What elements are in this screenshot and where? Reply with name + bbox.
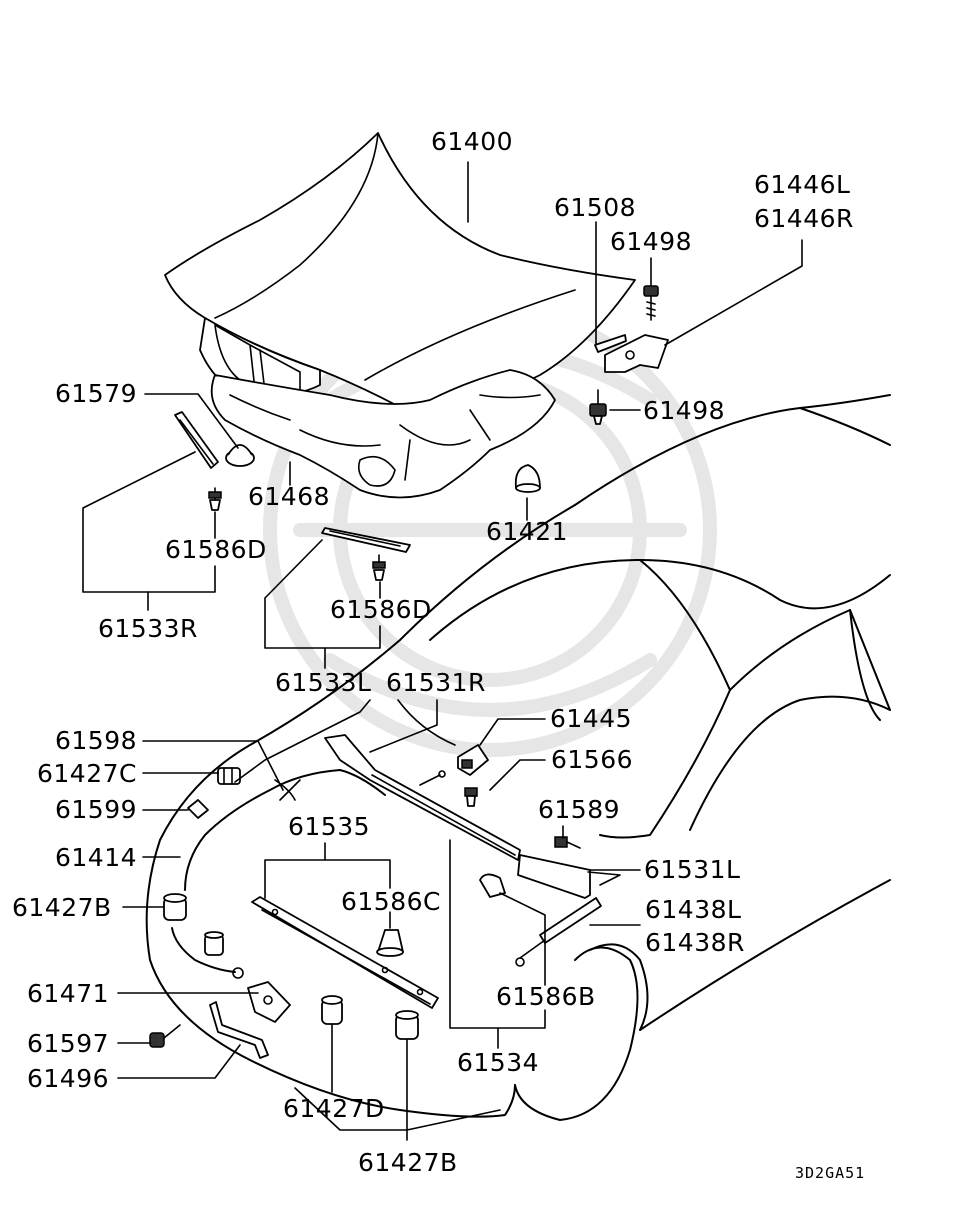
label-61566: 61566 xyxy=(551,745,633,774)
part-labels: 61400 61508 61446L 61446R 61498 61498 61… xyxy=(12,127,865,1182)
label-61534: 61534 xyxy=(457,1048,539,1077)
leader-lines xyxy=(82,161,803,1141)
release-cable-61414 xyxy=(171,769,386,973)
label-61427B-right: 61427B xyxy=(358,1148,458,1177)
label-61533R: 61533R xyxy=(98,614,198,643)
label-61586C: 61586C xyxy=(341,887,441,916)
weatherstrip-61533L xyxy=(321,527,411,553)
label-61589: 61589 xyxy=(538,795,620,824)
label-61498-top: 61498 xyxy=(610,227,692,256)
label-61427C: 61427C xyxy=(37,759,137,788)
striker-61566 xyxy=(419,770,478,807)
bolt-61498-top xyxy=(643,285,659,321)
label-61586B: 61586B xyxy=(496,982,596,1011)
front-panel-61531R xyxy=(324,734,521,861)
bumper-61427D xyxy=(321,995,343,1025)
hood-hinge xyxy=(594,334,669,373)
bolt-61597 xyxy=(149,1024,181,1048)
label-61597: 61597 xyxy=(27,1029,109,1058)
bumper-61427B-right xyxy=(395,1010,419,1040)
label-61468: 61468 xyxy=(248,482,330,511)
label-61438L: 61438L xyxy=(645,895,741,924)
clip-61586D-b xyxy=(372,554,386,581)
weatherstrip-61533R xyxy=(174,411,219,469)
label-61471: 61471 xyxy=(27,979,109,1008)
bumper-61427B-left xyxy=(163,893,187,921)
latch-61471 xyxy=(232,967,291,1023)
label-61496: 61496 xyxy=(27,1064,109,1093)
diagram-code: 3D2GA51 xyxy=(795,1164,865,1182)
front-panel-61531L xyxy=(517,854,621,899)
label-61531R: 61531R xyxy=(386,668,486,697)
label-61421: 61421 xyxy=(486,517,568,546)
clip-61599 xyxy=(187,799,209,819)
bolt-61498-bottom xyxy=(589,389,607,425)
label-61414: 61414 xyxy=(55,843,137,872)
label-61446R: 61446R xyxy=(754,204,854,233)
hood-insulator xyxy=(210,369,556,499)
label-61400: 61400 xyxy=(431,127,513,156)
label-61586D-b: 61586D xyxy=(330,595,432,624)
bracket-61445 xyxy=(457,744,489,776)
label-61579: 61579 xyxy=(55,379,137,408)
label-61586D-a: 61586D xyxy=(165,535,267,564)
label-61445: 61445 xyxy=(550,704,632,733)
label-61438R: 61438R xyxy=(645,928,745,957)
bumper-small xyxy=(204,931,224,956)
support-61535 xyxy=(251,896,439,1009)
label-61446L: 61446L xyxy=(754,170,850,199)
bumper-pad-61579 xyxy=(225,444,255,467)
label-61535: 61535 xyxy=(288,812,370,841)
bolt-61589 xyxy=(554,836,581,849)
label-61427B-left: 61427B xyxy=(12,893,112,922)
label-61498-bottom: 61498 xyxy=(643,396,725,425)
hood-panel xyxy=(164,132,636,419)
label-61533L: 61533L xyxy=(275,668,371,697)
lever-61496 xyxy=(209,1001,269,1059)
bumper-61421 xyxy=(514,464,541,493)
car-body-outline xyxy=(145,394,891,1121)
stopper-61427C xyxy=(217,767,241,785)
label-61599: 61599 xyxy=(55,795,137,824)
clip-61586D-a xyxy=(208,487,222,511)
label-61427D: 61427D xyxy=(283,1094,385,1123)
clip-61586B xyxy=(479,873,506,898)
gas-strut-61438 xyxy=(515,897,602,967)
label-61508: 61508 xyxy=(554,193,636,222)
label-61531L: 61531L xyxy=(644,855,740,884)
clip-61586C xyxy=(376,929,404,957)
label-61598: 61598 xyxy=(55,726,137,755)
